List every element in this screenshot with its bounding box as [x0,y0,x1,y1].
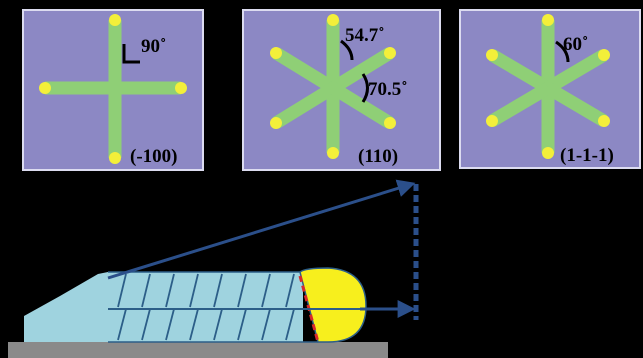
arm-tip-marker [384,117,396,129]
angle-label: 70.5˚ [368,79,408,100]
right-angle-marker [122,44,140,64]
end-cap [299,267,367,343]
stripe-line [117,273,127,308]
arm-down [541,88,555,159]
arm-tip-marker [270,117,282,129]
stripe-line [261,308,271,341]
arm-tip-marker [327,14,339,26]
stripe-line [285,308,295,341]
arm-tip-marker [486,115,498,127]
stripe-line [213,308,223,341]
stripe-line [141,308,151,341]
orientation-label: (-100) [130,146,177,167]
specimen-schematic [8,179,419,358]
arm-tip-marker [542,14,554,26]
orientation-label: (110) [358,146,398,167]
stripe-line [165,308,175,341]
cross-4-arms [39,14,187,164]
arm-tip-marker [175,82,187,94]
angle-label: 54.7˚ [345,25,385,46]
arm-right [115,81,187,95]
arm-lower-right [329,82,396,129]
arm-tip-marker [486,49,498,61]
base-stage [8,342,388,358]
arm-tip-marker [109,14,121,26]
cylinder-outline [108,271,318,343]
arm-upper-right [329,47,396,94]
stripe-line [189,308,199,341]
panel-minus100: 90˚ (-100) [22,9,204,171]
arm-lower-left [486,82,552,127]
stripe-line [237,308,247,341]
arm-up [108,14,122,90]
arm-tip-marker [39,82,51,94]
arm-up [326,14,340,88]
angle-arc [340,39,354,61]
arm-down [326,88,340,159]
angle-label: 90˚ [141,36,166,57]
projection-arrow-upper [107,179,416,280]
stripe-line [213,273,223,308]
arm-tip-marker [270,47,282,59]
stripe-line [117,308,127,341]
arm-tip-marker [109,152,121,164]
stripe-lines [108,271,318,343]
arm-tip-marker [598,115,610,127]
cross-6-arms [270,14,396,159]
arm-down [108,90,122,164]
arm-lower-right [544,82,610,127]
orientation-label: (1-1-1) [560,145,614,166]
angle-arc [361,73,369,103]
arm-tip-marker [542,147,554,159]
stripe-line [165,273,175,308]
stripe-line [189,273,199,308]
panel-110: 54.7˚ 70.5˚ (110) [242,9,441,171]
striped-section [108,271,318,343]
stripe-line [261,273,271,308]
arm-tip-marker [384,47,396,59]
arm-tip-marker [327,147,339,159]
arm-lower-left [270,82,337,129]
stripe-line [285,273,295,308]
arm-tip-marker [598,49,610,61]
stripe-line [237,273,247,308]
arm-up [541,14,555,88]
angle-arc [555,40,570,63]
cross-6-arms [486,14,610,159]
panel-1-1-1: 60˚ (1-1-1) [459,9,641,169]
angle-label: 60˚ [563,34,588,55]
arm-left [39,81,115,95]
arm-upper-left [270,47,337,94]
arm-upper-right [544,49,610,94]
arm-upper-left [486,49,552,94]
stripe-line [141,273,151,308]
